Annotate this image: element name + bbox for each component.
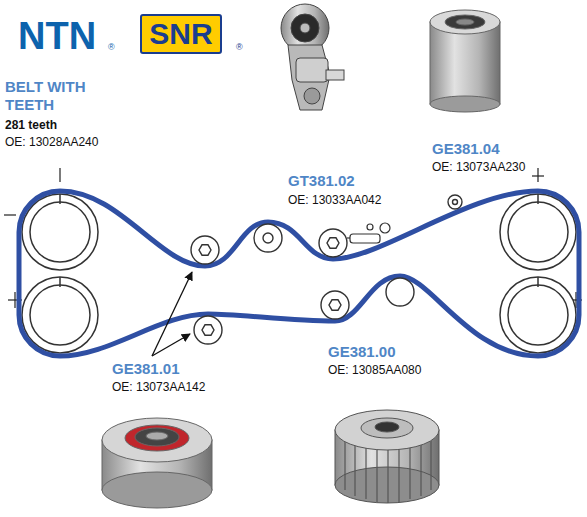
timing-belt (19, 191, 579, 356)
registered-mark: ® (108, 42, 115, 53)
part-number: GE381.00 (328, 343, 396, 361)
tooth-count: 281 teeth (5, 118, 57, 132)
tick-marks (4, 168, 582, 308)
brand-name: SNR (149, 17, 212, 51)
crank-cam-pulleys (22, 194, 576, 353)
part-title: BELT WITH TEETH (5, 78, 105, 114)
tensioner-sketch (347, 223, 390, 243)
oe-number: OE: 13073AA230 (432, 160, 525, 174)
idler-pulleys (191, 195, 462, 344)
oe-number: OE: 13085AA080 (328, 363, 421, 377)
roller-picture (430, 10, 500, 112)
brand-logo-box: SNR (140, 14, 222, 54)
tensioner-picture (281, 4, 344, 110)
idler-picture (102, 418, 212, 508)
oe-number: OE: 13073AA142 (112, 380, 205, 394)
oe-number: OE: 13033AA042 (288, 193, 381, 207)
oe-number: OE: 13028AA240 (5, 135, 98, 149)
leader-arrows (152, 272, 192, 356)
registered-mark: ® (236, 42, 243, 53)
part-number: GE381.01 (112, 360, 180, 378)
toothed-pulley-picture (335, 410, 439, 503)
part-number: GE381.04 (432, 140, 500, 158)
brand-name: NTN (18, 14, 96, 60)
part-number: GT381.02 (288, 172, 355, 190)
